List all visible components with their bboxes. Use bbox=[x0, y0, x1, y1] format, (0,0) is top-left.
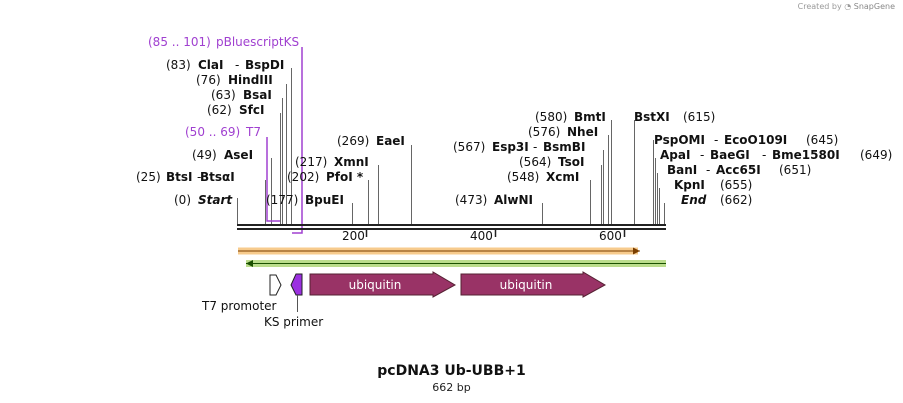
site-tick-lines bbox=[237, 68, 665, 225]
site-pos-asei: (49) bbox=[192, 148, 217, 162]
site-name-baegi: BaeGI bbox=[710, 148, 750, 162]
orf-forward bbox=[238, 247, 640, 255]
site-pos-btsi: (25) bbox=[136, 170, 161, 184]
site-name-xcmi: XcmI bbox=[546, 170, 579, 184]
plasmid-name: pcDNA3 Ub-UBB+1 bbox=[377, 363, 526, 379]
site-name-start: Start bbox=[198, 193, 233, 207]
primer-name-t7: T7 bbox=[245, 125, 261, 139]
credit-brand: SnapGene bbox=[853, 2, 895, 11]
ubiquitin-label-1: ubiquitin bbox=[349, 278, 402, 292]
primer-brackets bbox=[266, 47, 303, 234]
site-sep-pspomi: - bbox=[714, 133, 718, 147]
site-name-bsmbi: BsmBI bbox=[543, 140, 585, 154]
site-name-tsoi: TsoI bbox=[558, 155, 584, 169]
site-name-bpuei: BpuEI bbox=[305, 193, 344, 207]
orf-reverse bbox=[246, 260, 666, 267]
ruler-tick-200: 200 bbox=[342, 229, 365, 243]
site-name-bstxi: BstXI bbox=[634, 110, 670, 124]
site-name-bsai: BsaI bbox=[243, 88, 272, 102]
site-pos-bpuei: (177) bbox=[266, 193, 298, 207]
site-pos-bani: (651) bbox=[779, 163, 811, 177]
ks-primer-arrow bbox=[290, 273, 303, 296]
site-name-pspomi: PspOMI bbox=[654, 133, 705, 147]
site-name-apai: ApaI bbox=[660, 148, 690, 162]
site-sep-baegi: - bbox=[762, 148, 766, 162]
primer-name-pbluescriptks: pBluescriptKS bbox=[216, 35, 299, 49]
site-pos-xcmi: (548) bbox=[507, 170, 539, 184]
site-name-clai: ClaI bbox=[198, 58, 223, 72]
snapgene-logo-icon: ◔ bbox=[844, 2, 852, 11]
site-pos-sfci: (62) bbox=[207, 103, 232, 117]
site-sep-btsi: - bbox=[197, 170, 201, 184]
site-pos-tsoi: (564) bbox=[519, 155, 551, 169]
site-name-bme1580i: Bme1580I bbox=[772, 148, 840, 162]
plasmid-length: 662 bp bbox=[432, 381, 471, 394]
site-sep-apai: - bbox=[700, 148, 704, 162]
site-name-ecoo109i: EcoO109I bbox=[724, 133, 787, 147]
site-name-bspdi: BspDI bbox=[245, 58, 284, 72]
site-pos-bstxi: (615) bbox=[683, 110, 715, 124]
primer-range-t7: (50 .. 69) bbox=[185, 125, 240, 139]
site-pos-kpni: (655) bbox=[720, 178, 752, 192]
site-pos-start: (0) bbox=[174, 193, 191, 207]
site-name-acc65i: Acc65I bbox=[716, 163, 761, 177]
site-pos-eaei: (269) bbox=[337, 134, 369, 148]
site-name-xmni: XmnI bbox=[334, 155, 369, 169]
site-name-nhei: NheI bbox=[567, 125, 598, 139]
snapgene-credit: Created by ◔ SnapGene bbox=[798, 2, 895, 11]
site-pos-bsai: (63) bbox=[211, 88, 236, 102]
site-name-pfoi: PfoI * bbox=[326, 170, 364, 184]
backbone-top-strand bbox=[237, 224, 666, 226]
site-name-kpni: KpnI bbox=[674, 178, 705, 192]
site-pos-nhei: (576) bbox=[528, 125, 560, 139]
site-name-end: End bbox=[681, 193, 707, 207]
site-sep-esp3i: - bbox=[533, 140, 537, 154]
ruler-tick-400: 400 bbox=[470, 229, 493, 243]
site-pos-esp3i: (567) bbox=[453, 140, 485, 154]
site-name-bani: BanI bbox=[667, 163, 697, 177]
site-pos-hindiii: (76) bbox=[196, 73, 221, 87]
site-name-btsai: BtsαI bbox=[200, 170, 235, 184]
primer-range-pbluescriptks: (85 .. 101) bbox=[148, 35, 211, 49]
site-pos-apai: (649) bbox=[860, 148, 892, 162]
site-sep-bani: - bbox=[706, 163, 710, 177]
site-pos-clai: (83) bbox=[166, 58, 191, 72]
ubiquitin-arrow-1 bbox=[309, 271, 457, 298]
site-name-esp3i: Esp3I bbox=[492, 140, 529, 154]
site-pos-pspomi: (645) bbox=[806, 133, 838, 147]
t7-promoter-arrow bbox=[269, 274, 282, 296]
site-name-hindiii: HindIII bbox=[228, 73, 273, 87]
ubiquitin-arrow-2 bbox=[460, 271, 607, 298]
site-name-bmti: BmtI bbox=[574, 110, 606, 124]
site-pos-bmti: (580) bbox=[535, 110, 567, 124]
site-name-asei: AseI bbox=[224, 148, 253, 162]
site-sep-clai: - bbox=[235, 58, 239, 72]
site-name-sfci: SfcI bbox=[239, 103, 264, 117]
site-pos-xmni: (217) bbox=[295, 155, 327, 169]
backbone-bottom-strand bbox=[237, 228, 666, 230]
ruler-tick-600: 600 bbox=[599, 229, 622, 243]
site-pos-pfoi: (202) bbox=[287, 170, 319, 184]
ks-primer-label: KS primer bbox=[264, 315, 323, 329]
site-pos-end: (662) bbox=[720, 193, 752, 207]
site-name-eaei: EaeI bbox=[376, 134, 405, 148]
credit-prefix: Created by bbox=[797, 2, 842, 11]
ubiquitin-label-2: ubiquitin bbox=[500, 278, 553, 292]
site-name-alwni: AlwNI bbox=[494, 193, 533, 207]
site-pos-alwni: (473) bbox=[455, 193, 487, 207]
t7-promoter-label: T7 promoter bbox=[201, 299, 277, 313]
ruler bbox=[365, 230, 626, 237]
site-name-btsi: BtsI bbox=[166, 170, 193, 184]
